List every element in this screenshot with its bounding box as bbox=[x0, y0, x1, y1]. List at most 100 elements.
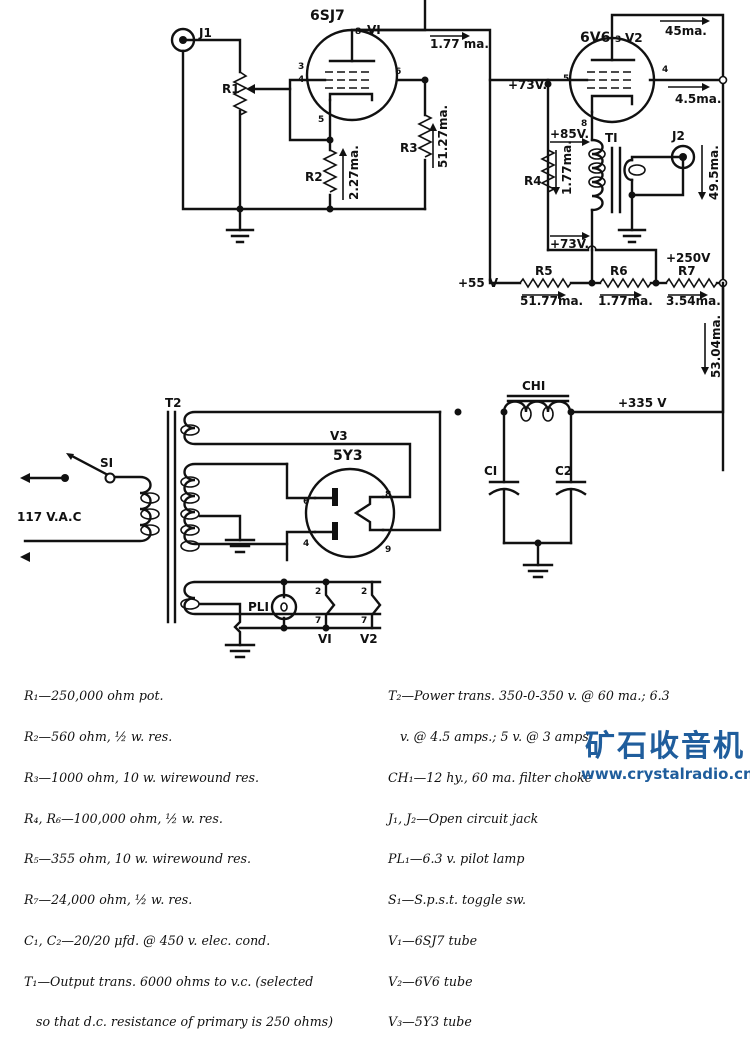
c1-label: CI bbox=[484, 464, 497, 478]
v3-pin-8: 8 bbox=[385, 490, 391, 500]
c2-label: C2 bbox=[555, 464, 572, 478]
filter-choke-ch1: CHI bbox=[502, 379, 572, 422]
v3-pin-4: 4 bbox=[303, 539, 309, 549]
power-transformer-t2: T2 bbox=[23, 396, 442, 659]
parts-list-item: V₁—6SJ7 tube bbox=[388, 932, 478, 948]
rect-plate4-wire bbox=[285, 530, 317, 562]
junction-open bbox=[718, 75, 728, 85]
r4-label: R4 bbox=[524, 174, 542, 188]
v1-pin-g1: 3 bbox=[298, 62, 304, 72]
t1-current-label: 49.5ma. bbox=[707, 145, 721, 200]
ch1-label: CHI bbox=[522, 379, 545, 393]
watermark-chinese-text: 矿石收音机 bbox=[585, 729, 745, 764]
parts-list-item: V₃—5Y3 tube bbox=[388, 1014, 472, 1030]
watermark-url: www.crystalradio.cn bbox=[581, 765, 750, 783]
input-jack-j1: J1 bbox=[170, 26, 212, 53]
heater-v1: 2 7 VI bbox=[315, 578, 336, 646]
v1-pin-cathode: 5 bbox=[318, 115, 324, 125]
ground-bus-v1 bbox=[181, 49, 427, 211]
v2-cathode-voltage-label: +85V. bbox=[550, 127, 589, 141]
r7-current-label: 3.54ma. bbox=[666, 294, 721, 308]
resistor-r2: R2 2.27ma. bbox=[305, 138, 361, 211]
v2-pin-g2: 4 bbox=[662, 65, 668, 75]
parts-list-item: R₂—560 ohm, ½ w. res. bbox=[24, 728, 173, 744]
pl1-label: PLI bbox=[248, 600, 269, 614]
v1-pin-plate: 8 bbox=[355, 27, 361, 37]
rect-plate6-wire bbox=[285, 462, 317, 500]
v1-plate-current-label: 1.77 ma. bbox=[430, 37, 489, 51]
tube-v2-6v6: 6V6 3 V2 5 4 8 bbox=[563, 13, 725, 472]
v1-heater-pin-bottom: 7 bbox=[315, 616, 321, 626]
parts-list-item: J₁, J₂—Open circuit jack bbox=[388, 810, 539, 826]
plug-arrow-icon bbox=[20, 473, 30, 483]
v2-heater-pin-bottom: 7 bbox=[361, 616, 367, 626]
v2-pin-cathode: 8 bbox=[581, 119, 587, 129]
supply-current-label: 53.04ma. bbox=[709, 315, 723, 378]
r5-label: R5 bbox=[535, 264, 553, 278]
capacitor-c2: C2 bbox=[555, 410, 587, 545]
resistor-r6: R6 1.77ma. bbox=[590, 264, 658, 308]
resistor-r7: R7 3.54ma. bbox=[654, 264, 725, 308]
parts-list-item: R₄, R₆—100,000 ohm, ½ w. res. bbox=[24, 810, 223, 826]
tube-v1-6sj7: 6SJ7 8 VI 3 4 6 5 bbox=[298, 0, 427, 125]
r6-label: R6 bbox=[610, 264, 628, 278]
parts-list-item: R₁—250,000 ohm pot. bbox=[24, 688, 164, 704]
parts-list-item: C₁, C₂—20/20 μfd. @ 450 v. elec. cond. bbox=[24, 932, 271, 948]
junction bbox=[544, 80, 552, 88]
parts-list-right: T₂—Power trans. 350-0-350 v. @ 60 ma.; 6… bbox=[388, 662, 670, 1043]
watermark-logo: 矿石收音机 www.crystalradio.cn bbox=[581, 729, 750, 784]
junction bbox=[454, 408, 462, 416]
arrow-head bbox=[702, 17, 710, 25]
r1-label: R1 bbox=[222, 82, 240, 96]
parts-list-left: R₁—250,000 ohm pot. R₂—560 ohm, ½ w. res… bbox=[24, 662, 333, 1043]
v3-pin-9: 9 bbox=[385, 545, 391, 555]
r3-current-label: 51.27ma. bbox=[436, 105, 450, 168]
parts-list-item: PL₁—6.3 v. pilot lamp bbox=[388, 851, 525, 867]
parts-list-item: R₅—355 ohm, 10 w. wirewound res. bbox=[24, 851, 251, 867]
parts-list-item: V₂—6V6 tube bbox=[388, 973, 473, 989]
ac-input-label: 117 V.A.C bbox=[17, 510, 82, 524]
v2-type-label: 6V6 bbox=[580, 30, 610, 46]
r2-current-label: 2.27ma. bbox=[347, 145, 361, 200]
junction bbox=[326, 205, 334, 213]
v2-grid-wire bbox=[488, 78, 550, 252]
j1-to-r1-wire bbox=[181, 38, 242, 74]
v3-pin-6: 6 bbox=[303, 497, 309, 507]
parts-list-item: so that d.c. resistance of primary is 25… bbox=[24, 1014, 334, 1030]
v1-pin-g3: 6 bbox=[395, 67, 401, 77]
t1-bottom-voltage-label: +73V. bbox=[550, 237, 589, 251]
r3-label: R3 bbox=[400, 141, 418, 155]
resistor-r5: R5 51.77ma. bbox=[519, 264, 594, 308]
v2-grid-voltage-label: +73V. bbox=[508, 78, 547, 92]
plug-arrow-icon bbox=[20, 552, 30, 562]
r4-bottom-wire bbox=[546, 248, 658, 285]
b-plus-label: +335 V bbox=[618, 396, 667, 410]
arrow-head bbox=[462, 32, 470, 40]
arrow-head bbox=[582, 232, 590, 240]
v2-heater-pin-top: 2 bbox=[361, 587, 367, 597]
r6-current-label: 1.77ma. bbox=[598, 294, 653, 308]
t2-label: T2 bbox=[165, 396, 182, 410]
resistor-r1-pot: R1 bbox=[222, 71, 292, 211]
v3-type-label: 5Y3 bbox=[333, 448, 363, 464]
resistor-r3: R3 51.27ma. bbox=[400, 105, 450, 211]
parts-list-item: T₂—Power trans. 350-0-350 v. @ 60 ma.; 6… bbox=[388, 688, 670, 704]
v1-heater-label: VI bbox=[318, 632, 332, 646]
heater-v2: 2 7 V2 bbox=[360, 580, 382, 646]
v3-ref-label: V3 bbox=[330, 429, 348, 443]
switch-s1: SI bbox=[61, 453, 116, 484]
r7-label: R7 bbox=[678, 264, 696, 278]
v2-plate-current-label: 45ma. bbox=[665, 24, 707, 38]
parts-list-item: S₁—S.p.s.t. toggle sw. bbox=[388, 892, 527, 908]
arrow-head bbox=[702, 83, 710, 91]
j2-label: J2 bbox=[671, 129, 685, 143]
arrow-head bbox=[701, 367, 709, 375]
output-transformer-t1: TI bbox=[588, 131, 685, 244]
v1-heater-pin-top: 2 bbox=[315, 587, 321, 597]
v2-ref-label: V2 bbox=[625, 31, 643, 45]
t1-label: TI bbox=[605, 131, 618, 145]
parts-list-item: T₁—Output trans. 6000 ohms to v.c. (sele… bbox=[24, 973, 314, 989]
v1-type-label: 6SJ7 bbox=[310, 8, 345, 24]
v1-plate-wire bbox=[353, 28, 492, 282]
parts-list-item: R₇—24,000 ohm, ½ w. res. bbox=[24, 892, 193, 908]
